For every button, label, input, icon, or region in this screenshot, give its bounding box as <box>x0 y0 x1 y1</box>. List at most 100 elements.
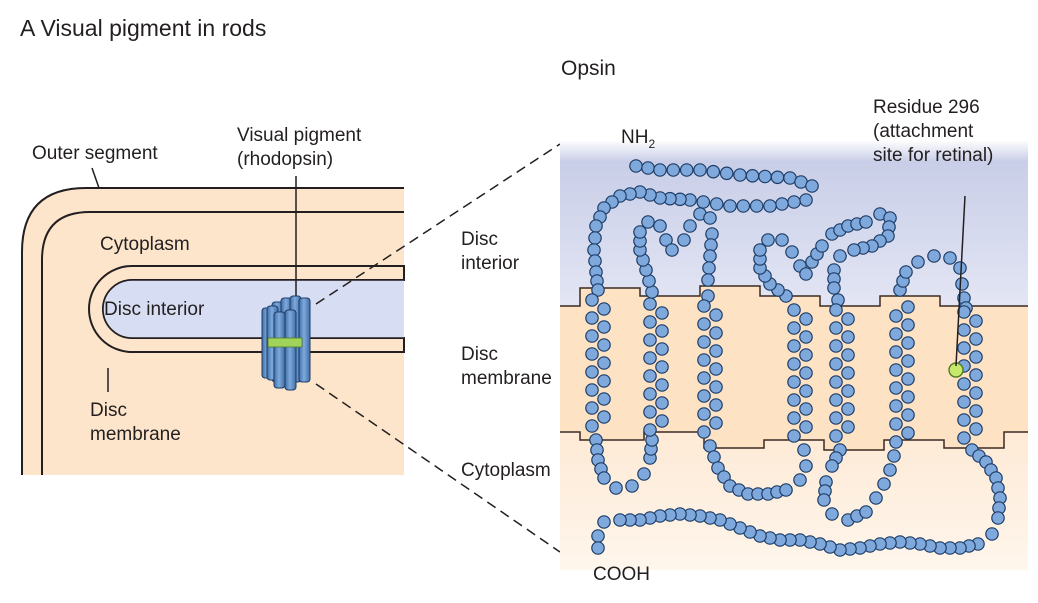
rhodopsin-label: (rhodopsin) <box>237 149 334 170</box>
amino-acid-bead <box>643 351 657 365</box>
amino-acid-bead <box>799 267 813 281</box>
amino-acid-bead <box>985 527 999 541</box>
amino-acid-bead <box>883 463 897 477</box>
amino-acid-bead <box>841 420 855 434</box>
amino-acid-bead <box>799 366 813 380</box>
amino-acid-bead <box>703 211 717 225</box>
amino-acid-bead <box>787 339 801 353</box>
cytoplasm-label-left: Cytoplasm <box>100 234 190 255</box>
amino-acid-bead <box>841 330 855 344</box>
zoom-line-bottom <box>315 383 561 553</box>
amino-acid-bead <box>829 393 843 407</box>
amino-acid-bead <box>629 159 643 173</box>
opsin-title: Opsin <box>561 57 616 80</box>
amino-acid-bead <box>887 449 901 463</box>
amino-acid-bead <box>709 398 723 412</box>
amino-acid-bead <box>889 363 903 377</box>
amino-acid-bead <box>745 169 760 183</box>
amino-acid-bead <box>643 369 657 383</box>
amino-acid-bead <box>591 541 605 555</box>
amino-acid-bead <box>829 339 843 353</box>
amino-acid-bead <box>655 360 669 374</box>
amino-acid-bead <box>775 233 789 247</box>
amino-acid-bead <box>799 402 813 416</box>
amino-acid-bead <box>797 443 811 457</box>
amino-acid-bead <box>799 420 813 434</box>
amino-acid-bead <box>805 179 819 193</box>
outer-segment-panel <box>21 143 561 553</box>
amino-acid-bead <box>641 161 655 175</box>
visual-pigment-label: Visual pigment <box>237 125 362 146</box>
disc-interior-label-right-2: interior <box>461 253 520 274</box>
amino-acid-bead <box>697 389 711 403</box>
amino-acid-bead <box>588 231 602 245</box>
amino-acid-bead <box>779 483 793 497</box>
residue-label-3: site for retinal) <box>873 145 994 166</box>
amino-acid-bead <box>701 273 715 287</box>
amino-acid-bead <box>991 511 1005 525</box>
amino-acid-bead <box>643 315 657 329</box>
amino-acid-bead <box>969 350 983 364</box>
amino-acid-bead <box>793 473 807 487</box>
amino-acid-bead <box>653 163 667 177</box>
amino-acid-bead <box>799 330 813 344</box>
amino-acid-bead <box>957 341 971 355</box>
amino-acid-bead <box>749 199 764 213</box>
amino-acid-bead <box>585 329 599 343</box>
amino-acid-bead <box>799 312 813 326</box>
amino-acid-bead <box>799 384 813 398</box>
amino-acid-bead <box>597 471 611 485</box>
amino-acid-bead <box>709 362 723 376</box>
amino-acid-bead <box>829 321 843 335</box>
amino-acid-bead <box>693 163 707 177</box>
plasma-membrane-outer <box>21 187 404 475</box>
amino-acid-bead <box>719 166 734 181</box>
amino-acid-bead <box>697 407 711 421</box>
amino-acid-bead <box>709 197 724 211</box>
amino-acid-bead <box>696 195 711 209</box>
amino-acid-bead <box>613 513 627 527</box>
amino-acid-bead <box>787 375 801 389</box>
amino-acid-bead <box>736 199 751 213</box>
amino-acid-bead <box>753 243 767 257</box>
amino-acid-bead <box>901 354 915 368</box>
amino-acid-bead <box>901 336 915 350</box>
disc-membrane-label-right-1: Disc <box>461 344 498 365</box>
amino-acid-bead <box>761 233 775 247</box>
amino-acid-bead <box>957 431 971 445</box>
amino-acid-bead <box>665 243 679 257</box>
amino-acid-bead <box>625 479 639 493</box>
cooh-label: COOH <box>593 564 650 585</box>
amino-acid-bead <box>709 344 723 358</box>
amino-acid-bead <box>969 422 983 436</box>
disc-interior-label-left: Disc interior <box>104 299 205 320</box>
disc-interior <box>103 280 404 338</box>
amino-acid-bead <box>597 338 611 352</box>
amino-acid-bead <box>723 199 737 213</box>
amino-acid-bead <box>841 402 855 416</box>
amino-acid-bead <box>869 491 883 505</box>
amino-acid-bead <box>911 255 925 269</box>
amino-acid-bead <box>833 249 847 263</box>
amino-acid-bead <box>697 353 711 367</box>
amino-acid-bead <box>957 413 971 427</box>
amino-acid-bead <box>702 261 716 275</box>
amino-acid-bead <box>597 392 611 406</box>
amino-acid-bead <box>799 348 813 362</box>
amino-acid-bead <box>787 357 801 371</box>
amino-acid-bead <box>633 225 647 239</box>
amino-acid-bead <box>677 233 691 247</box>
amino-acid-bead <box>585 293 599 307</box>
amino-acid-bead <box>659 233 673 247</box>
amino-acid-bead <box>799 193 813 207</box>
amino-acid-bead <box>763 199 777 213</box>
amino-acid-bead <box>697 299 711 313</box>
amino-acid-bead <box>655 324 669 338</box>
amino-acid-bead <box>825 459 839 473</box>
amino-acid-bead <box>706 164 721 179</box>
amino-acid-bead <box>889 309 903 323</box>
amino-acid-bead <box>787 195 801 209</box>
amino-acid-bead <box>877 477 891 491</box>
amino-acid-bead <box>969 368 983 382</box>
